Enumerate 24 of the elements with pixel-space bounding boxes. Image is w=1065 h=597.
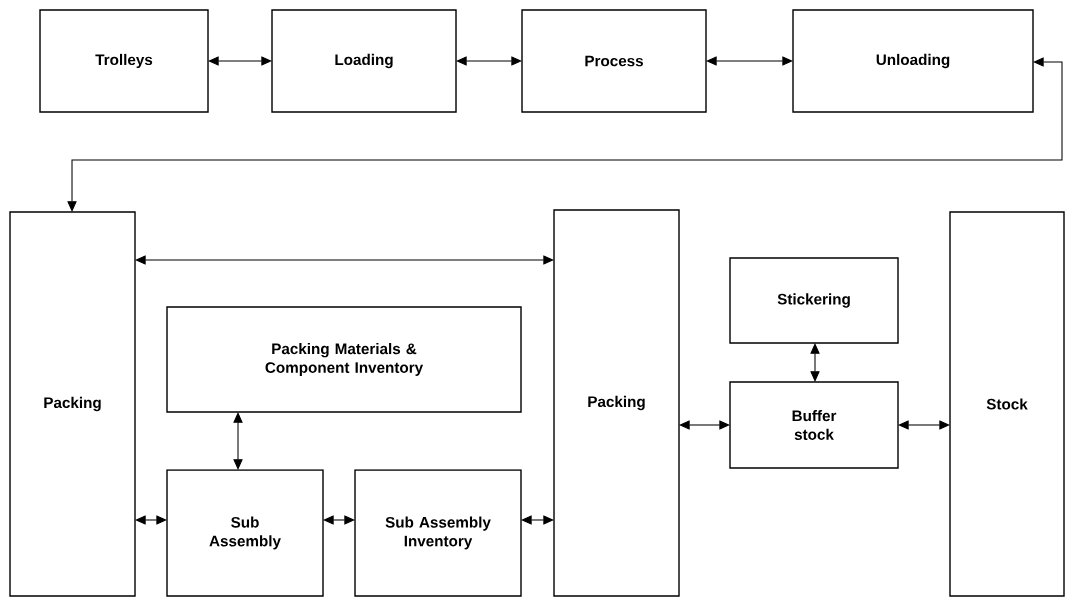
process-box: Sub Assembly Inventory — [354, 469, 522, 597]
arrow — [233, 412, 243, 470]
process-box: Buffer stock — [729, 381, 899, 469]
arrow — [323, 515, 355, 525]
arrow — [898, 420, 950, 430]
arrow — [456, 56, 522, 66]
arrow — [135, 255, 554, 265]
process-box: Trolleys — [39, 9, 209, 113]
process-box: Loading — [271, 9, 457, 113]
process-box: Sub Assembly — [166, 469, 324, 597]
arrow — [135, 515, 167, 525]
process-box: Packing — [9, 211, 136, 597]
arrow — [67, 57, 1063, 212]
arrow — [679, 420, 730, 430]
process-box: Stickering — [729, 257, 899, 344]
arrow — [521, 515, 554, 525]
arrow — [810, 343, 820, 382]
process-box: Stock — [949, 211, 1065, 597]
arrow — [208, 56, 272, 66]
process-box: Packing Materials & Component Inventory — [166, 306, 522, 413]
arrow — [706, 56, 793, 66]
process-box: Process — [521, 9, 707, 113]
process-box: Packing — [553, 209, 680, 597]
process-box: Unloading — [792, 9, 1034, 113]
